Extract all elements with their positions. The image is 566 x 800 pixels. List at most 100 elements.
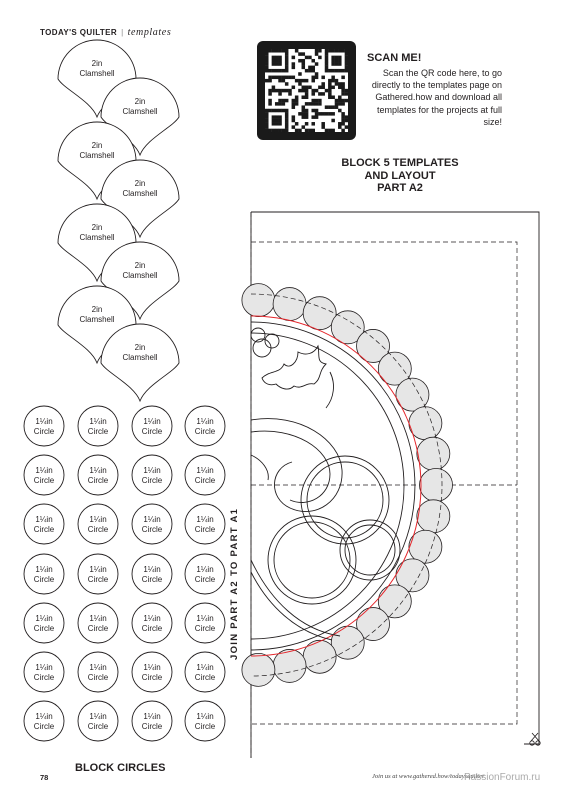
qr-module [338,68,342,73]
circle-outline [23,553,65,595]
qr-module [291,55,296,60]
circle-name-label: Circle [142,722,163,731]
clamshell-name-label: Clamshell [79,151,114,160]
wreath-outer-arc [250,321,416,651]
qr-module [301,65,306,70]
block-title: BLOCK 5 TEMPLATES AND LAYOUT PART A2 [330,157,470,195]
qr-module [334,78,339,83]
qr-module [331,95,335,99]
qr-module [328,88,332,93]
qr-module [314,115,319,119]
qr-module [301,52,306,56]
qr-module [321,112,325,116]
qr-module [328,128,332,133]
circle-templates: 1¼inCircle1¼inCircle1¼inCircle1¼inCircle… [23,405,226,742]
circle-outline [23,651,65,693]
circle-name-label: Circle [88,476,109,485]
qr-module [265,128,269,133]
qr-module [341,68,345,73]
qr-module [314,102,319,106]
circle-name-label: Circle [142,673,163,682]
qr-module [284,88,289,93]
qr-module [331,75,335,80]
qr-module [311,78,315,83]
qr-module [338,102,342,106]
qr-module [314,52,319,56]
qr-module [331,112,335,116]
qr-code-icon[interactable] [257,41,356,140]
circle-size-label: 1¼in [35,663,52,672]
scallop-circle [272,649,307,683]
qr-code-graphic [265,49,349,133]
qr-module [304,88,309,93]
qr-module [274,75,279,80]
qr-module [278,55,282,60]
qr-module [304,122,309,126]
qr-module [324,52,329,56]
qr-module [334,62,339,66]
qr-module [311,102,315,106]
qr-module [311,128,315,133]
qr-module [278,75,282,80]
circle-name-label: Circle [34,476,55,485]
qr-module [278,122,282,126]
qr-module [268,68,272,73]
qr-module [298,78,302,83]
qr-module [314,72,319,76]
ring [267,515,357,605]
qr-module [301,78,306,83]
circle-size-label: 1¼in [143,417,160,426]
qr-module [314,112,319,116]
qr-module [288,88,292,93]
qr-module [268,88,272,93]
circle-outline [77,454,119,496]
qr-module [284,118,289,123]
qr-module [338,95,342,99]
circle-outline [131,454,173,496]
qr-module [268,78,272,83]
outer-dashed-arc [250,293,443,677]
qr-module [274,118,279,123]
qr-module [304,68,309,73]
qr-module [308,55,312,60]
qr-module [308,68,312,73]
qr-module [311,75,315,80]
block-title-line-1: BLOCK 5 TEMPLATES [341,157,459,169]
qr-module [301,105,306,109]
qr-module [338,58,342,63]
qr-module [298,112,302,116]
qr-module [334,98,339,103]
berry [264,333,280,349]
swirl [250,559,341,637]
circle-size-label: 1¼in [89,417,106,426]
clamshell-size-label: 2in [135,97,146,106]
clamshell-outline [100,323,180,403]
clamshell-name-label: Clamshell [79,233,114,242]
circle-size-label: 1¼in [89,712,106,721]
clamshell-name-label: Clamshell [122,353,157,362]
circle-size-label: 1¼in [35,614,52,623]
swirl [250,418,343,512]
qr-module [284,49,289,53]
qr-module [274,68,279,73]
circle-outline [23,405,65,447]
header-section: templates [127,27,172,38]
circle-outline [131,700,173,742]
clamshell-size-label: 2in [135,261,146,270]
scallop-circle [241,283,276,318]
qr-module [265,52,269,56]
qr-module [314,98,319,103]
qr-module [324,55,329,60]
qr-module [304,108,309,113]
circle-name-label: Circle [142,525,163,534]
qr-module [321,122,325,126]
qr-module [324,128,329,133]
qr-module [328,85,332,90]
qr-module [334,68,339,73]
qr-module [291,62,296,66]
